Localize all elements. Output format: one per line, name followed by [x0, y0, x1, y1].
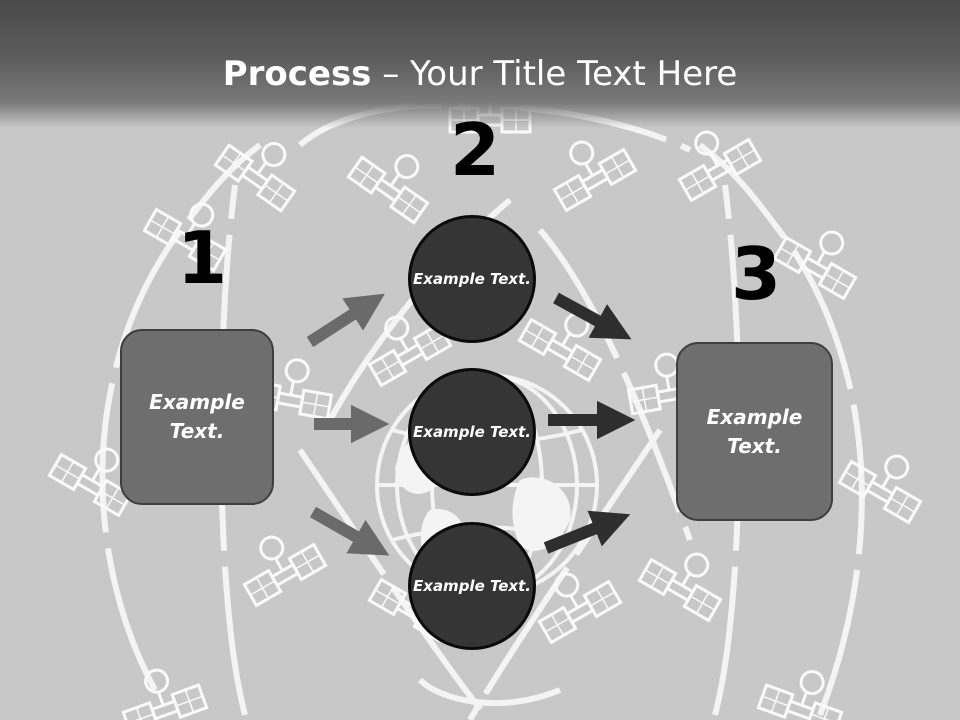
circle-bottom: Example Text. — [408, 522, 536, 650]
title-bar — [0, 0, 960, 128]
right-box-text: Example Text. — [706, 404, 803, 458]
arrow-to-bottom — [310, 506, 390, 556]
title-rest: – Your Title Text Here — [371, 54, 738, 94]
circle-middle-text: Example Text. — [413, 422, 531, 441]
arrow-from-top — [553, 292, 632, 340]
right-text-box: Example Text. — [676, 342, 833, 521]
left-box-text: Example Text. — [149, 390, 245, 443]
arrow-from-bottom — [543, 510, 631, 554]
left-text-box: Example Text. — [120, 329, 274, 505]
step-number-3: 3 — [731, 232, 782, 316]
step-number-1: 1 — [177, 216, 228, 300]
circle-bottom-text: Example Text. — [413, 576, 531, 595]
circle-middle: Example Text. — [408, 368, 536, 496]
slide-title: Process – Your Title Text Here — [0, 50, 960, 98]
circle-top: Example Text. — [408, 215, 536, 343]
title-bold: Process — [222, 54, 372, 94]
circle-top-text: Example Text. — [413, 269, 531, 288]
step-number-2: 2 — [450, 108, 501, 192]
arrow-to-top — [306, 293, 385, 348]
